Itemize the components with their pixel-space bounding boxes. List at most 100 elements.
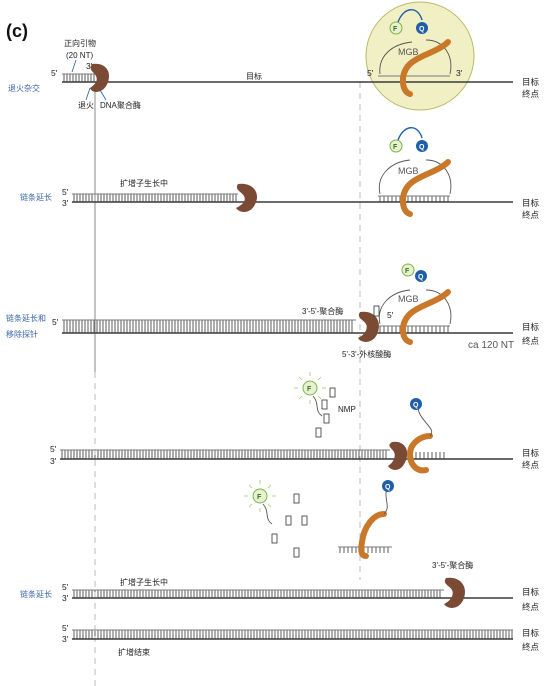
fluor-label: F xyxy=(405,268,410,275)
nmp-fragment xyxy=(293,547,300,558)
nmp-fragment xyxy=(329,387,336,398)
quencher-dye xyxy=(416,140,428,152)
five-prime-label: 5' xyxy=(50,444,57,454)
target-end-label-1: 目标 xyxy=(522,77,540,87)
nmp-fragment xyxy=(315,427,322,438)
side-label-annealing: 退火杂交 xyxy=(8,83,40,93)
target-end-label-1: 目标 xyxy=(522,198,540,208)
target-end-label-1: 目标 xyxy=(522,628,540,638)
amplicon-growing-label: 扩增子生长中 xyxy=(120,577,168,587)
mgb-probe-shape xyxy=(358,511,387,559)
fluor-label: F xyxy=(257,494,262,501)
fluor-label: F xyxy=(393,144,398,151)
polymerase-3to5-label: 3'-5'-聚合酶 xyxy=(302,306,343,316)
step-extension-final: 链条延长 5' 3' 扩增子生长中 3'-5'-聚合酶 目标 终点 xyxy=(20,560,540,612)
mgb-label: MGB xyxy=(398,47,419,57)
primer-basepair-ticks xyxy=(63,74,95,82)
quencher-dye xyxy=(410,398,422,410)
amplicon-basepair-ticks xyxy=(73,194,237,202)
probe-basepair-ticks xyxy=(411,452,445,459)
fluor-dye xyxy=(401,263,415,277)
dna-polymerase-shape xyxy=(236,183,258,212)
fluor-label: F xyxy=(307,386,312,393)
probe-tail xyxy=(417,403,433,437)
fret-arrow xyxy=(397,9,423,23)
free-fluor-glow xyxy=(294,372,326,404)
five-prime-label: 5' xyxy=(52,317,59,327)
fluor-dye xyxy=(252,488,268,504)
annealing-label: 退火 xyxy=(78,101,94,110)
mgb-probe-shape xyxy=(400,39,451,97)
primer-label-line1: 正向引物 xyxy=(64,38,96,48)
dna-polymerase-label: DNA聚合酶 xyxy=(100,100,141,110)
fluor-dye xyxy=(389,139,403,153)
nmp-fragment xyxy=(285,515,292,526)
three-prime-label: 3' xyxy=(62,634,69,644)
panel-label: (c) xyxy=(6,21,28,41)
amplification-end-label: 扩增结束 xyxy=(118,647,150,657)
length-label: ca 120 NT xyxy=(468,340,514,351)
dna-polymerase-shape xyxy=(358,311,380,342)
primer-label-pointer xyxy=(71,59,77,73)
probe-five-prime: 5' xyxy=(367,68,374,78)
five-prime-label: 5' xyxy=(62,623,69,633)
side-label-extension-displacement-1: 链条延长和 xyxy=(6,313,46,323)
target-end-label-2: 终点 xyxy=(522,602,540,612)
three-prime-label: 3' xyxy=(50,456,57,466)
three-prime-label: 3' xyxy=(62,593,69,603)
free-fluor-glow xyxy=(244,480,276,512)
step-extension: 链条延长 5' 3' 扩增子生长中 MGB F Q 目标 终点 xyxy=(20,127,540,220)
target-end-label-2: 终点 xyxy=(522,460,540,470)
probe-loop xyxy=(379,39,452,75)
quencher-dye xyxy=(382,480,394,492)
quencher-label: Q xyxy=(385,484,391,491)
target-end-label-2: 终点 xyxy=(522,89,540,99)
annealing-pointer xyxy=(85,87,91,101)
nmp-label: NMP xyxy=(338,405,356,414)
probe-three-prime: 3' xyxy=(456,68,463,78)
nmp-fragment xyxy=(373,305,380,317)
probe-five-prime: 5' xyxy=(387,310,394,320)
fluor-dye xyxy=(302,380,318,396)
polymerase-pointer xyxy=(99,89,107,101)
target-end-label-1: 目标 xyxy=(522,587,540,597)
amplicon-basepair-ticks xyxy=(73,590,441,598)
probe-basepair-ticks xyxy=(379,326,449,333)
nmp-fragment xyxy=(271,533,278,544)
five-prime-label: 5' xyxy=(51,68,58,78)
quencher-label: Q xyxy=(419,144,425,151)
nmp-fragment xyxy=(321,399,328,410)
amplicon-basepair-ticks xyxy=(61,450,387,459)
quencher-label: Q xyxy=(419,26,425,33)
exonuclease-5to3-label: 5'-3'-外核酸酶 xyxy=(342,349,391,359)
side-label-extension: 链条延长 xyxy=(20,192,52,202)
dna-polymerase-shape xyxy=(388,441,408,470)
five-prime-label: 5' xyxy=(62,187,69,197)
five-prime-label: 5' xyxy=(62,582,69,592)
target-end-label-2: 终点 xyxy=(522,642,540,652)
step-amplification-end: 5' 3' 扩增结束 目标 终点 xyxy=(62,623,540,657)
quencher-label: Q xyxy=(418,274,424,281)
mgb-probe-shape xyxy=(400,289,451,345)
nmp-fragment xyxy=(323,413,330,424)
probe-loop xyxy=(378,289,452,325)
target-end-label-2: 终点 xyxy=(522,210,540,220)
primer-label-line2: (20 NT) xyxy=(66,51,93,60)
target-label: 目标 xyxy=(246,71,262,81)
fluor-tail xyxy=(312,395,323,417)
three-prime-label: 3' xyxy=(62,198,69,208)
nmp-fragment xyxy=(301,515,308,526)
mgb-probe-shape xyxy=(400,159,451,217)
quencher-dye xyxy=(415,270,427,282)
amplicon-growing-label: 扩增子生长中 xyxy=(120,178,168,188)
target-end-label-1: 目标 xyxy=(522,322,540,332)
amplicon-basepair-ticks xyxy=(73,630,513,639)
step-annealing: 退火杂交 5' 3' 正向引物 (20 NT) 退火 DNA聚合酶 目标 5' … xyxy=(8,1,540,111)
step-probe-cleavage: 5' 3' Q F NMP 目标 终点 xyxy=(50,372,540,474)
quencher-label: Q xyxy=(413,402,419,409)
dna-polymerase-shape xyxy=(90,63,110,92)
amplicon-basepair-ticks xyxy=(63,320,353,333)
step-released-fragments: F Q xyxy=(244,480,394,559)
mgb-probe-shape xyxy=(406,433,433,474)
